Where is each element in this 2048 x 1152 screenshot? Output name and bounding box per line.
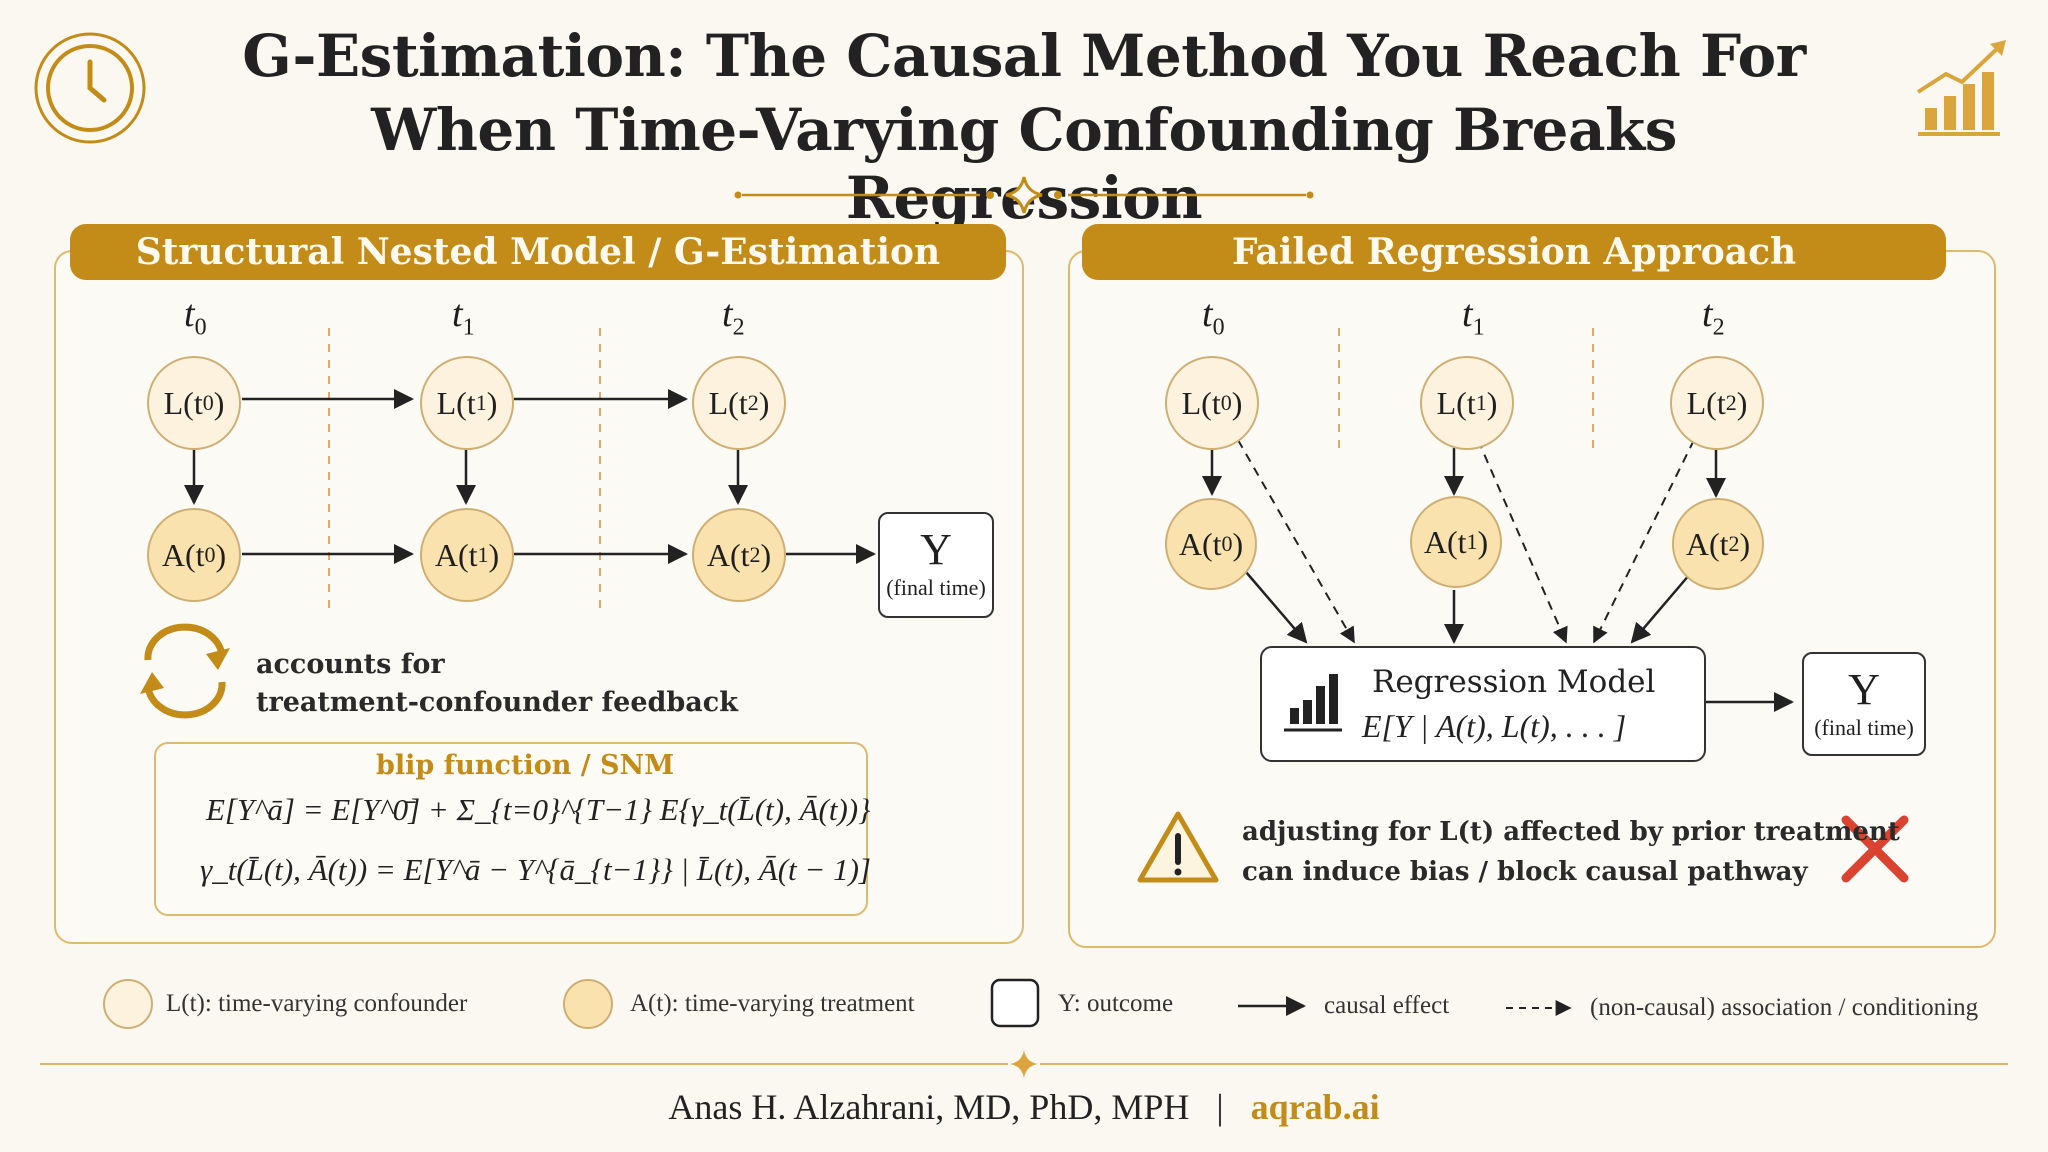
right-time-label-0: t0 <box>1202 293 1225 341</box>
footer-author: Anas H. Alzahrani, MD, PhD, MPH <box>668 1087 1190 1127</box>
formula-snm: E[Y^ā] = E[Y^0̄] + Σ_{t=0}^{T−1} E{γ_t(L… <box>206 792 871 827</box>
warning-text: adjusting for L(t) affected by prior tre… <box>1242 812 1900 892</box>
left-outcome-caption: (final time) <box>886 575 986 600</box>
warning-line2: can induce bias / block causal pathway <box>1242 857 1808 887</box>
legend-outcome: Y: outcome <box>1058 990 1174 1017</box>
growth-bar-chart-icon <box>1916 40 2006 136</box>
feedback-note-line1: accounts for <box>256 649 445 680</box>
formula-title: blip function / SNM <box>376 750 675 781</box>
legend-noncausal: (non-causal) association / conditioning <box>1590 994 1979 1021</box>
legend-treatment: A(t): time-varying treatment <box>630 990 915 1017</box>
feedback-note: accounts for treatment-confounder feedba… <box>256 646 738 722</box>
left-time-label-1: t1 <box>452 293 475 341</box>
right-time-label-1: t1 <box>1462 293 1485 341</box>
title-line-2: When Time-Varying Confounding Breaks Reg… <box>371 96 1677 232</box>
footer-separator: | <box>1216 1087 1224 1127</box>
legend-treatment-swatch <box>563 979 613 1029</box>
left-panel-title: Structural Nested Model / G-Estimation <box>70 224 1006 280</box>
footer: Anas H. Alzahrani, MD, PhD, MPH | aqrab.… <box>0 1086 2048 1128</box>
title-line-1: G-Estimation: The Causal Method You Reac… <box>242 22 1806 90</box>
legend-confounder: L(t): time-varying confounder <box>166 990 468 1017</box>
legend-causal: causal effect <box>1324 992 1450 1019</box>
regression-model-title: Regression Model <box>1372 664 1656 700</box>
legend-confounder-swatch <box>103 979 153 1029</box>
clock-icon <box>34 32 146 144</box>
feedback-note-line2: treatment-confounder feedback <box>256 687 738 718</box>
left-outcome-box: Y (final time) <box>878 512 994 618</box>
legend-outcome-swatch <box>990 978 1040 1028</box>
footer-divider <box>40 1050 2008 1078</box>
left-outcome-symbol: Y <box>920 525 952 574</box>
right-outcome-box: Y (final time) <box>1802 652 1926 756</box>
right-panel-title: Failed Regression Approach <box>1082 224 1946 280</box>
right-time-label-2: t2 <box>1702 293 1725 341</box>
right-outcome-symbol: Y <box>1848 665 1880 714</box>
formula-blip: γ_t(L̄(t), Ā(t)) = E[Y^ā − Y^{ā_{t−1}} |… <box>200 852 871 887</box>
right-outcome-caption: (final time) <box>1814 715 1914 740</box>
formula-box <box>154 742 868 916</box>
left-time-label-0: t0 <box>184 293 207 341</box>
left-time-label-2: t2 <box>722 293 745 341</box>
regression-model-equation: E[Y | A(t), L(t), . . . ] <box>1362 708 1627 744</box>
warning-line1: adjusting for L(t) affected by prior tre… <box>1242 817 1900 847</box>
footer-brand[interactable]: aqrab.ai <box>1250 1087 1380 1127</box>
